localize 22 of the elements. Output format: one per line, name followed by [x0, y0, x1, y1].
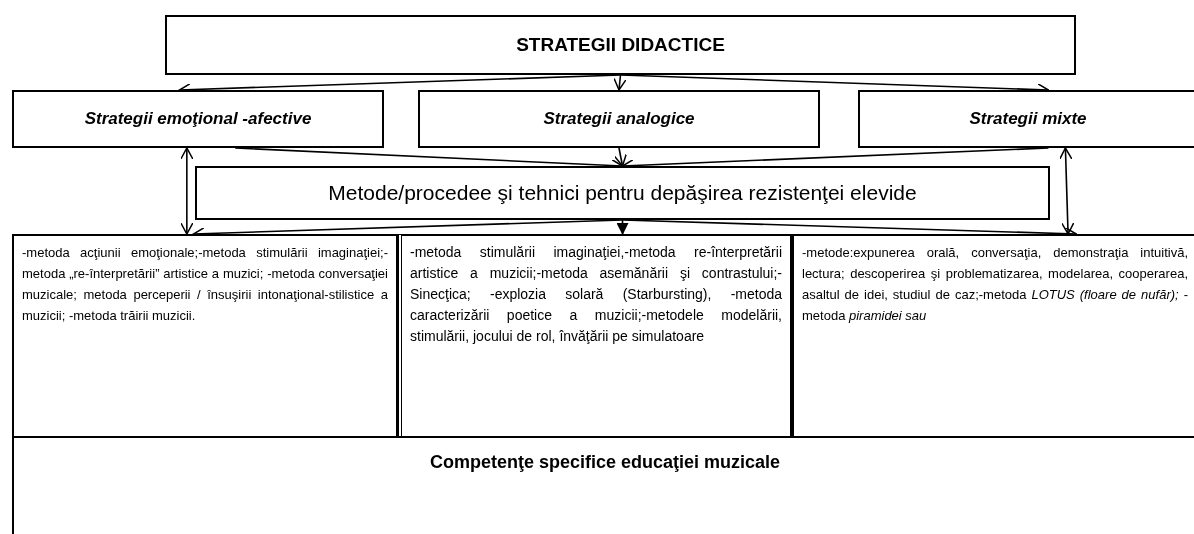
strategy-box: [12, 90, 384, 148]
node-text: Metode/procedee şi tehnici pentru depăşirea rezistenţei elevide: [328, 181, 917, 205]
node-text: -metoda stimulării imaginaţiei,-metoda re-înterpretării artistice a muzicii;-metoda asemănării şi contrastului;-Sinecţica; -explozia solară (Starbursting), -metoda caracterizării poetice a muzicii;-metodele modelării, stimulării, jocului de rol, învăţării pe simulatoare: [409, 243, 783, 346]
node-text: Strategii analogice: [543, 109, 695, 129]
strategy-box: [858, 90, 1194, 148]
node-text: -metode:expunerea orală, conversaţia, demonstraţia intuitivă, lectura; descoperirea şi problematizarea, modelarea, cooperarea, asaltul de idei, studiul de caz;-metoda LOTUS (floare de nufăr); -metoda piramidei sau: [801, 244, 1189, 325]
heading-box: [165, 15, 1076, 75]
strategy-box: [418, 90, 820, 148]
node-text: STRATEGII DIDACTICE: [516, 34, 725, 56]
methods-list-box: [398, 234, 792, 438]
node-text: Strategii mixte: [969, 109, 1087, 129]
arrow: [613, 147, 628, 167]
methods-list-box: [792, 234, 1194, 438]
node-text: -metoda acţiunii emoţionale;-metoda stimulării imaginaţiei;-metoda „re-înterpretării” artistice a muzici; -metoda conversaţiei muzicale; metoda perceperii / însuşirii intonaţional-stilistice a muzicii; -metoda trăirii muzicii.: [21, 244, 389, 325]
arrow: [180, 147, 194, 235]
methods-list-box: [12, 234, 398, 438]
node-text: Strategii emoţional -afective: [84, 109, 312, 129]
arrow: [616, 219, 629, 235]
arrow: [1059, 147, 1075, 235]
node-text: Competenţe specifice educaţiei muzicale: [429, 451, 781, 473]
methods-box: [195, 166, 1050, 220]
arrow: [613, 74, 627, 91]
